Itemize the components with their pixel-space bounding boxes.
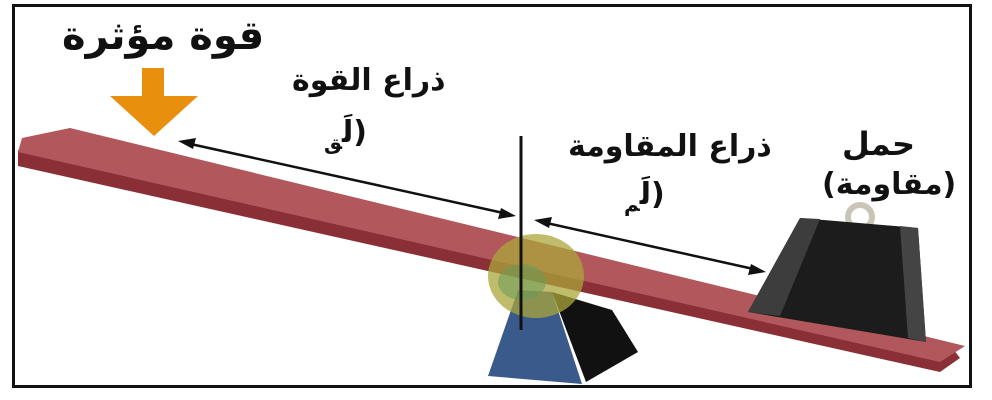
resistance-arm-symbol-text: (لَ xyxy=(639,177,665,212)
load-resistance-label: (مقاومة) xyxy=(822,167,957,202)
lever-beam xyxy=(18,128,965,362)
effort-arm-symbol: (لَق xyxy=(324,115,368,154)
weight-icon xyxy=(748,202,926,342)
diagram-frame xyxy=(12,4,972,388)
effort-force-label: قوة مؤثرة xyxy=(62,13,265,59)
effort-arm-label: ذراع القوة xyxy=(292,63,446,98)
resistance-arm-label: ذراع المقاومة xyxy=(568,129,772,164)
down-arrow-icon xyxy=(110,68,198,136)
resistance-arm-arrow xyxy=(534,217,766,275)
load-label: حمل xyxy=(842,125,916,163)
effort-arm-arrow xyxy=(178,138,516,219)
effort-arm-symbol-sub: ق xyxy=(324,130,343,154)
resistance-arm-symbol: (لَم xyxy=(624,177,665,216)
fulcrum-icon xyxy=(488,234,638,384)
resistance-arm-symbol-sub: م xyxy=(624,192,640,216)
effort-arm-symbol-text: (لَ xyxy=(342,115,368,150)
